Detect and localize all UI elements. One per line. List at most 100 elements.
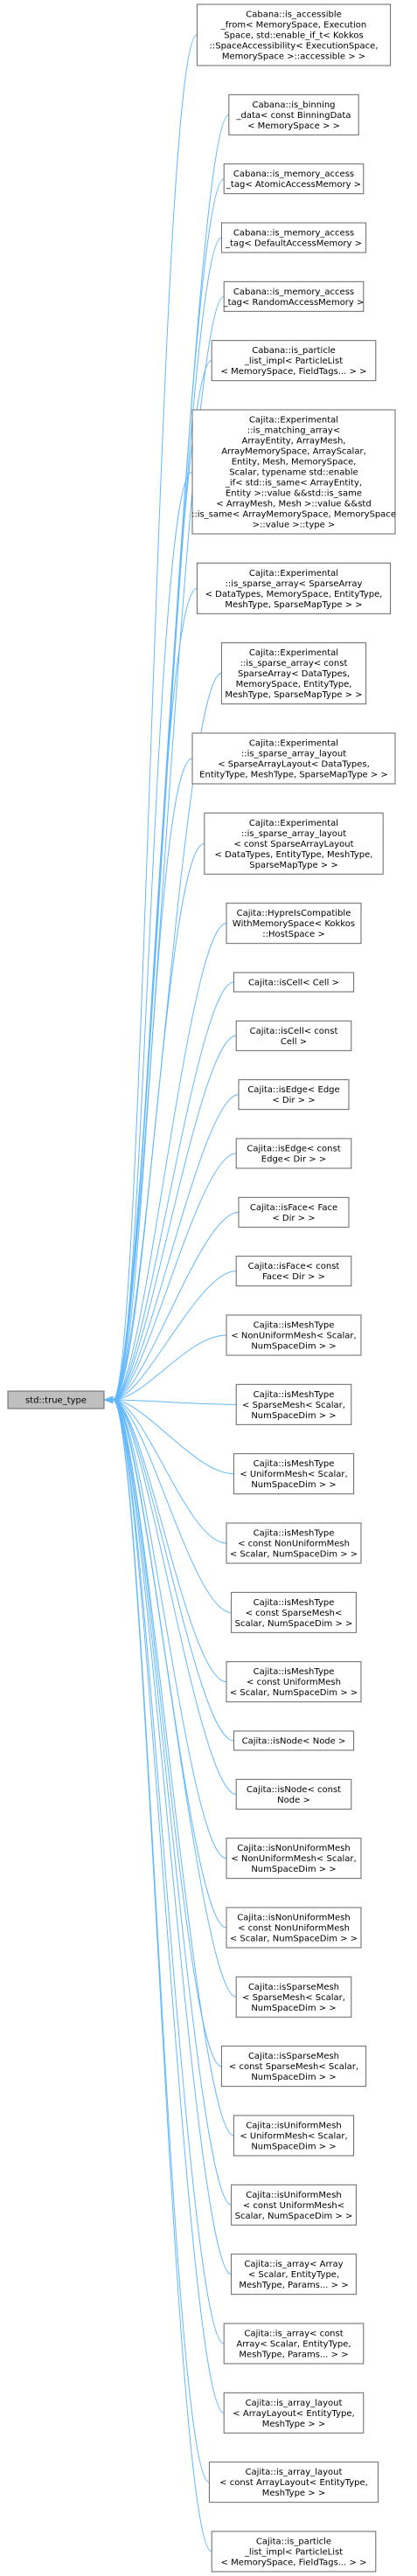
inheritance-edge: [112, 1035, 237, 1401]
class-node-label: _tag< AtomicAccessMemory >: [226, 180, 361, 190]
class-node-box: [220, 2046, 367, 2088]
class-node[interactable]: Cajita::is_array< Array< Scalar, EntityT…: [231, 2254, 357, 2296]
class-node[interactable]: Cabana::is_memory_access_tag< DefaultAcc…: [220, 222, 367, 253]
class-node-box: [235, 1138, 352, 1169]
class-node-label: WithMemorySpace< Kokkos: [233, 919, 355, 929]
class-node[interactable]: Cabana::is_particle_list_impl< ParticleL…: [211, 340, 377, 382]
class-node-label: Cajita::isFace< Face: [250, 1203, 337, 1213]
class-node[interactable]: Cajita::HypreIsCompatibleWithMemorySpace…: [226, 903, 362, 945]
class-node-label: < NonUniformMesh< Scalar,: [231, 1854, 356, 1864]
class-node-label: Cajita::isMeshType: [254, 1529, 335, 1539]
class-node[interactable]: Cajita::Experimental::is_sparse_array_la…: [204, 812, 384, 875]
class-node-box: [223, 280, 365, 312]
class-node-label: < SparseMesh< Scalar,: [242, 1401, 345, 1410]
class-node-label: ::is_sparse_array< SparseArray: [226, 579, 363, 589]
class-node[interactable]: Cajita::is_array_layout< const ArrayLayo…: [208, 2462, 379, 2503]
inheritance-edge: [112, 1399, 225, 2413]
class-node[interactable]: Cabana::is_accessible_from< MemorySpace,…: [196, 3, 392, 66]
class-node-label: Face< Dir > >: [262, 1272, 325, 1282]
class-node[interactable]: Cajita::is_particle_list_impl< ParticleL…: [211, 2531, 377, 2573]
class-node-label: Cajita::is_particle: [256, 2538, 331, 2547]
class-node[interactable]: Cabana::is_binning_data< const BinningDa…: [228, 93, 359, 135]
inheritance-edge: [112, 1399, 234, 1742]
class-node-label: ::is_same< ArrayMemorySpace, MemorySpace: [191, 510, 396, 520]
class-node[interactable]: Cajita::Experimental::is_sparse_array_la…: [191, 732, 396, 785]
class-node[interactable]: Cabana::is_memory_access_tag< RandomAcce…: [223, 280, 365, 312]
class-node-label: Scalar, NumSpaceDim > >: [235, 1619, 353, 1629]
class-node-label: < const NonUniformMesh: [238, 1540, 350, 1549]
class-node-box: [226, 1314, 362, 1356]
class-node[interactable]: Cajita::isSparseMesh< const SparseMesh< …: [220, 2046, 367, 2088]
class-node[interactable]: Cajita::isMeshType< const NonUniformMesh…: [226, 1522, 362, 1564]
class-node-box: [220, 642, 367, 705]
class-node-label: < UniformMesh< Scalar,: [240, 2132, 347, 2142]
class-node-label: < SparseArrayLayout< DataTypes,: [218, 760, 370, 770]
class-node-label: _tag< RandomAccessMemory >: [223, 298, 365, 308]
class-node-label: Entity >::value &&std::is_same: [226, 489, 362, 499]
class-node[interactable]: Cajita::Experimental::is_sparse_array< S…: [196, 562, 392, 614]
class-node-label: < UniformMesh< Scalar,: [240, 1470, 347, 1479]
class-node[interactable]: Cajita::isMeshType< const UniformMesh< S…: [226, 1661, 362, 1703]
class-node-box: [223, 2392, 365, 2434]
class-node-label: Cajita::isMeshType: [254, 1459, 335, 1469]
class-node-label: < const SparseMesh<: [246, 1609, 343, 1618]
class-node-label: < Dir > >: [272, 1214, 315, 1223]
class-node[interactable]: Cajita::isMeshType< const SparseMesh<Sca…: [231, 1591, 357, 1633]
class-node-label: _from< MemorySpace, Execution: [220, 21, 366, 31]
class-node-label: < Dir > >: [272, 1096, 315, 1105]
inheritance-edge: [112, 1399, 210, 2483]
class-node[interactable]: Cajita::isUniformMesh< UniformMesh< Scal…: [233, 2115, 355, 2157]
class-node[interactable]: Cajita::isNonUniformMesh< NonUniformMesh…: [226, 1838, 362, 1880]
class-node[interactable]: Cajita::isMeshType< UniformMesh< Scalar,…: [233, 1453, 355, 1495]
class-node[interactable]: Cajita::isMeshType< NonUniformMesh< Scal…: [226, 1314, 362, 1356]
class-node[interactable]: Cajita::Experimental::is_matching_array<…: [191, 409, 396, 535]
class-node-label: MemorySpace, EntityType,: [236, 680, 352, 689]
class-node-label: < const NonUniformMesh: [238, 1924, 350, 1934]
class-node-label: Cajita::isMeshType: [254, 1667, 335, 1677]
class-node[interactable]: Cajita::Experimental::is_sparse_array< c…: [220, 642, 367, 705]
class-node-label: < const SparseArrayLayout: [233, 840, 353, 849]
class-node-box: [235, 1976, 352, 2018]
class-node[interactable]: Cajita::isFace< Face< Dir > >: [238, 1196, 350, 1228]
inheritance-edge: [112, 1399, 227, 1544]
root-node[interactable]: std::true_type: [7, 1390, 105, 1409]
class-node[interactable]: Cajita::isEdge< Edge< Dir > >: [238, 1079, 350, 1111]
class-node-label: Cajita::isCell< const: [250, 1027, 338, 1036]
class-node[interactable]: Cajita::isSparseMesh< SparseMesh< Scalar…: [235, 1976, 352, 2018]
class-node-label: Scalar, typename std::enable: [229, 468, 358, 478]
class-node-label: ::is_sparse_array< const: [240, 659, 348, 668]
class-node-label: < Scalar, NumSpaceDim > >: [230, 1550, 358, 1560]
inheritance-edge: [112, 1153, 237, 1401]
class-node-label: ::is_matching_array<: [247, 426, 340, 436]
class-node-label: MeshType, SparseMapType > >: [225, 600, 362, 610]
class-node[interactable]: Cabana::is_memory_access_tag< AtomicAcce…: [223, 163, 365, 195]
class-node-box: [226, 1838, 362, 1880]
class-node-label: Cajita::isUniformMesh: [246, 2122, 342, 2131]
class-node[interactable]: Cajita::isMeshType< SparseMesh< Scalar,N…: [235, 1383, 352, 1425]
class-node-label: Array< Scalar, EntityType,: [236, 2340, 351, 2350]
class-node[interactable]: Cajita::isUniformMesh< const UniformMesh…: [231, 2184, 357, 2226]
class-node-label: SparseMapType > >: [249, 861, 337, 870]
inheritance-edge: [112, 1211, 240, 1401]
inheritance-edge: [112, 1399, 237, 1405]
class-node-label: < MemorySpace, FieldTags... > >: [221, 2559, 367, 2568]
class-node[interactable]: Cajita::isNode< Node >: [233, 1730, 355, 1751]
inheritance-edge: [112, 1399, 234, 1475]
class-node-label: < Scalar, NumSpaceDim > >: [230, 1688, 358, 1698]
inheritance-edge: [112, 1399, 234, 2136]
class-node[interactable]: Cajita::is_array_layout< ArrayLayout< En…: [223, 2392, 365, 2434]
class-node-label: NumSpaceDim > >: [251, 1865, 336, 1874]
class-node[interactable]: Cajita::isCell< Cell >: [233, 972, 355, 993]
class-node-box: [238, 1196, 350, 1228]
class-node-box: [204, 812, 384, 875]
class-node-label: MeshType, SparseMapType > >: [225, 690, 362, 700]
class-node-box: [196, 562, 392, 614]
class-node[interactable]: Cajita::isNonUniformMesh< const NonUnifo…: [226, 1907, 362, 1949]
inheritance-edge: [112, 1399, 212, 2552]
